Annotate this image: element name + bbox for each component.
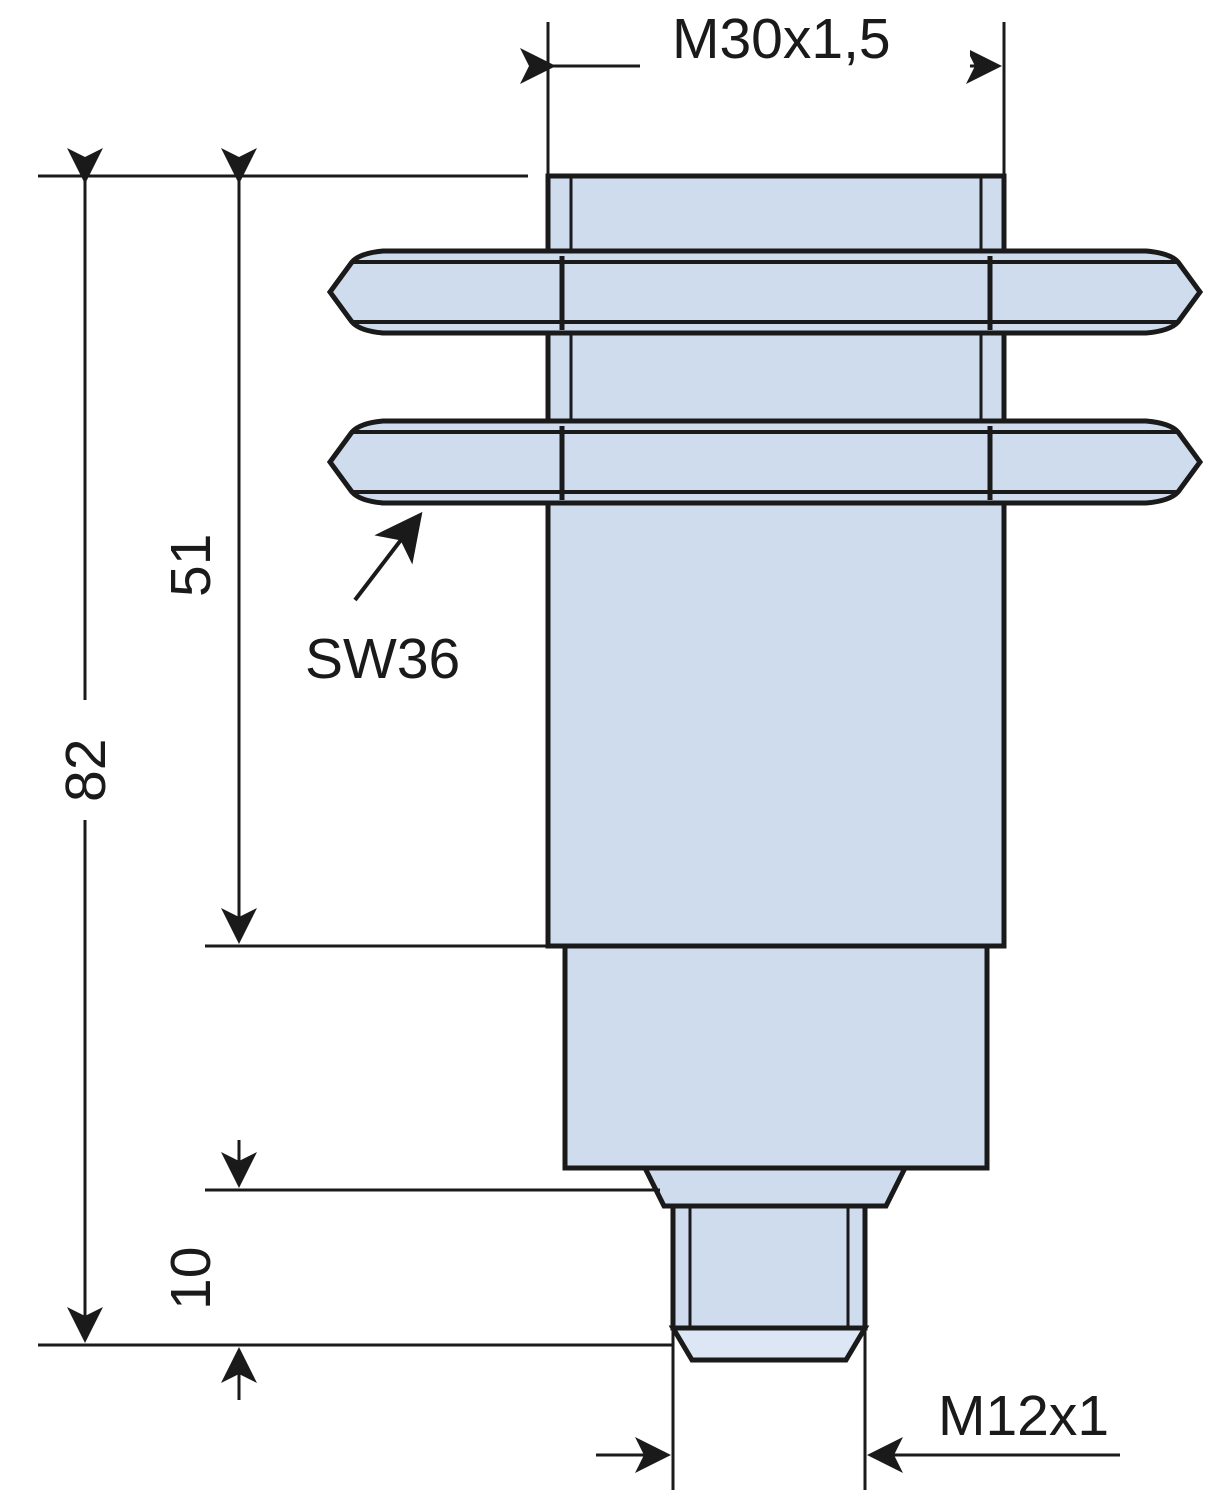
dim-label-sw36: SW36: [305, 627, 460, 691]
dimension-thread-top: M30x1,5: [520, 7, 1006, 176]
leader-line-sw36: [353, 511, 423, 602]
dim-label-82: 82: [54, 739, 118, 802]
dimension-length-connector: 10: [158, 1140, 672, 1400]
dim-label-51: 51: [159, 534, 223, 597]
sensor-body-group: [326, 173, 1204, 1363]
dimension-length-thread: 51: [158, 148, 548, 948]
dim-label-m12: M12x1: [938, 1384, 1109, 1448]
m12-connector-body: [670, 1203, 868, 1331]
connector-shoulder: [640, 1165, 910, 1209]
dimension-thread-connector: M12x1: [596, 1328, 1200, 1490]
connector-end-chamfer: [668, 1325, 870, 1363]
sensor-lower-body: [562, 943, 990, 1171]
hex-nut-lower: [326, 418, 1204, 506]
dim-label-m30: M30x1,5: [672, 7, 891, 71]
callout-wrench-size: SW36: [305, 511, 460, 691]
dim-label-10: 10: [159, 1247, 223, 1310]
hex-nut-upper: [326, 248, 1204, 336]
